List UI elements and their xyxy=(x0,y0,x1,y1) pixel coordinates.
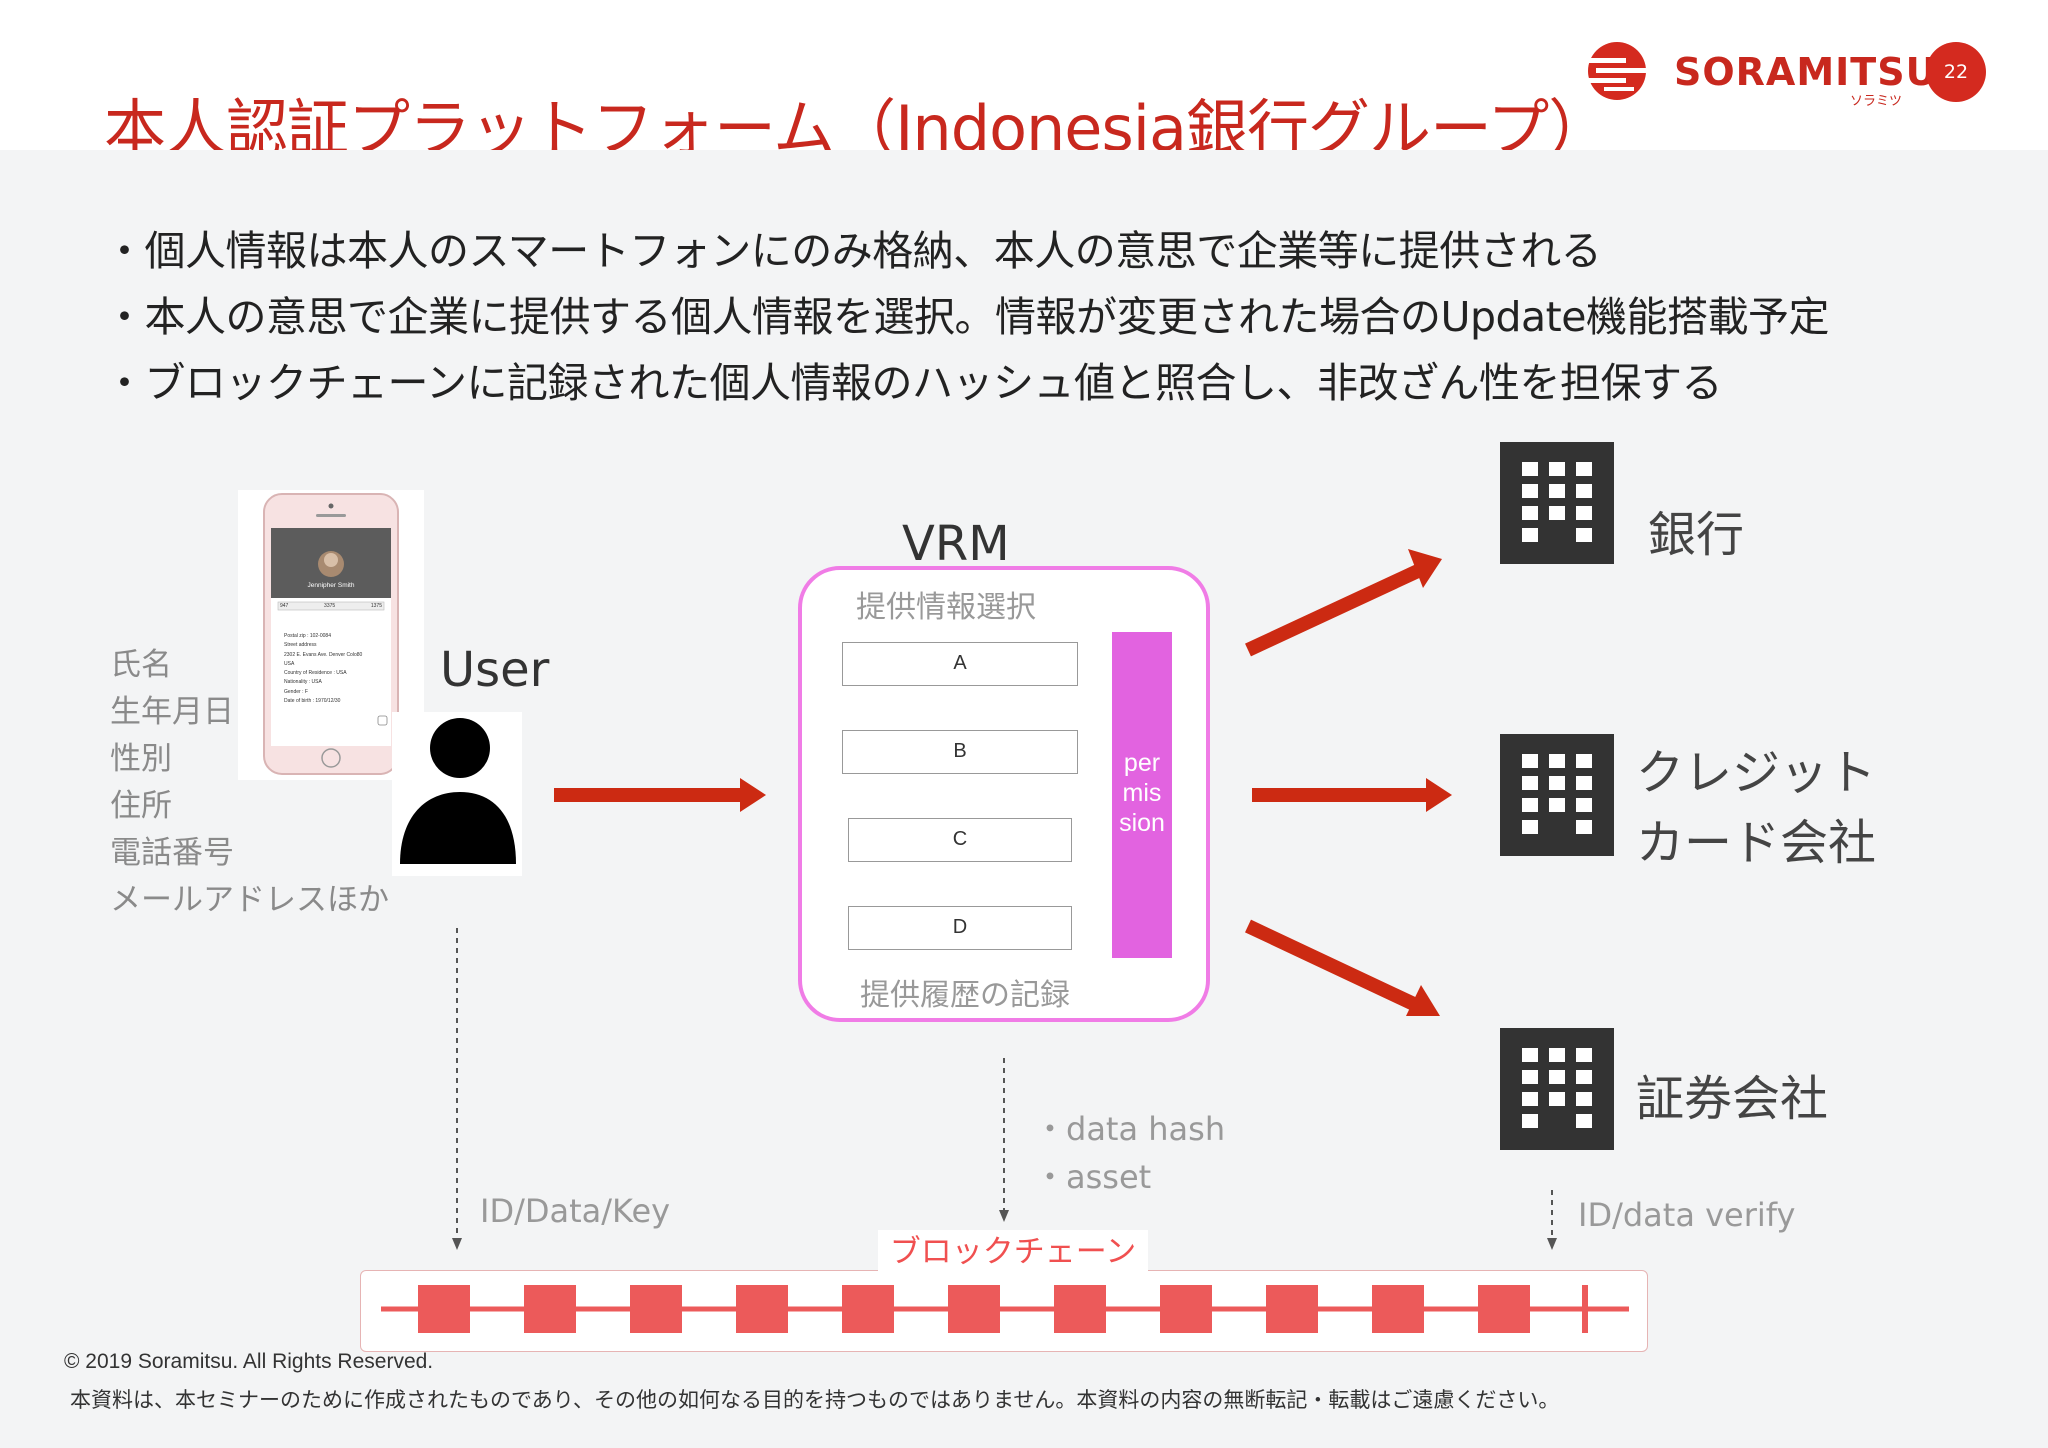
blockchain-box xyxy=(360,1270,1648,1352)
attribute-item: 住所 xyxy=(110,788,172,824)
logo-subtext: ソラミツ xyxy=(1850,94,1903,109)
personal-attribute-list: 氏名 生年月日 性別 住所 電話番号 メールアドレスほか xyxy=(110,642,389,924)
phone-stat: 947 xyxy=(280,603,289,609)
phone-stat: 1375 xyxy=(370,603,382,609)
arrow-vrm-to-credit xyxy=(1252,778,1452,812)
chain-block xyxy=(418,1285,470,1333)
arrow-user-to-vrm xyxy=(554,778,766,812)
chain-block xyxy=(736,1285,788,1333)
vrm-selection-label: 提供情報選択 xyxy=(856,590,1036,625)
chain-block xyxy=(948,1285,1000,1333)
blockchain-label: ブロックチェーン xyxy=(878,1230,1148,1274)
phone-field: Gender : F xyxy=(284,688,308,695)
building-icon xyxy=(1500,442,1614,564)
attribute-item: 生年月日 xyxy=(110,694,234,730)
flow-label-data-hash: ・data hash xyxy=(1034,1110,1226,1148)
bullet-list: ・個人情報は本人のスマートフォンにのみ格納、本人の意思で企業等に提供される ・本… xyxy=(104,218,1829,416)
building-icon xyxy=(1500,734,1614,856)
page-number-badge: 22 xyxy=(1926,42,1986,102)
attribute-item: 電話番号 xyxy=(110,835,234,871)
destination-credit-line: クレジット xyxy=(1636,745,1877,801)
phone-field: Nationality : USA xyxy=(284,679,322,686)
attribute-item: 氏名 xyxy=(110,647,172,683)
chain-block xyxy=(1372,1285,1424,1333)
permission-text: mis xyxy=(1122,779,1162,807)
arrow-vrm-to-securities xyxy=(1245,919,1440,1016)
blockchain-chain xyxy=(381,1285,1629,1333)
phone-field: Street address xyxy=(284,642,317,649)
vrm-option-b[interactable]: B xyxy=(842,730,1078,774)
phone-profile-name: Jennipher Smith xyxy=(307,582,355,589)
phone-fields: Postal zip : 102-0084 Street address 230… xyxy=(284,632,362,706)
user-silhouette-icon xyxy=(400,718,516,864)
copyright: © 2019 Soramitsu. All Rights Reserved. xyxy=(64,1350,434,1373)
destination-bank: 銀行 xyxy=(1648,507,1745,563)
soramitsu-logo-icon xyxy=(1586,42,1648,100)
smartphone-icon xyxy=(263,493,399,775)
flow-label-id-data-verify: ID/data verify xyxy=(1578,1196,1796,1234)
chain-block xyxy=(1266,1285,1318,1333)
permission-text: sion xyxy=(1119,809,1165,837)
chain-block xyxy=(1478,1285,1530,1333)
permission-bar[interactable]: per mis sion xyxy=(1112,632,1172,958)
disclaimer: 本資料は、本セミナーのために作成されたものであり、その他の如何なる目的を持つもの… xyxy=(70,1388,1560,1412)
building-icon xyxy=(1500,1028,1614,1150)
phone-field: USA xyxy=(284,660,295,667)
phone-field: Postal zip : 102-0084 xyxy=(284,633,331,639)
phone-stats: 947 3375 1375 xyxy=(280,603,382,609)
header xyxy=(0,0,2048,150)
vrm-history-label: 提供履歴の記録 xyxy=(860,978,1070,1013)
bullet-item: ・本人の意思で企業に提供する個人情報を選択。情報が変更された場合のUpdate機… xyxy=(104,293,1829,341)
chain-block xyxy=(630,1285,682,1333)
user-label: User xyxy=(440,642,550,698)
flow-label-id-data-key: ID/Data/Key xyxy=(480,1192,671,1230)
chain-block xyxy=(842,1285,894,1333)
vrm-option-c[interactable]: C xyxy=(848,818,1072,862)
user-card xyxy=(392,712,522,876)
dashed-vrm-to-chain xyxy=(999,1058,1009,1222)
vrm-title: VRM xyxy=(902,516,1010,572)
phone-field: 2302 E. Evans Ave. Denver Colo80 xyxy=(284,651,363,658)
phone-field: Date of birth : 1970/12/30 xyxy=(284,698,341,705)
logo: SORAMITSU ソラミツ xyxy=(1586,40,1936,110)
destination-securities: 証券会社 xyxy=(1636,1071,1829,1127)
arrow-vrm-to-bank xyxy=(1245,549,1442,657)
phone-field: Country of Residence : USA xyxy=(284,670,347,677)
destination-credit-line: カード会社 xyxy=(1636,815,1877,871)
attribute-item: メールアドレスほか xyxy=(110,882,389,918)
chain-block xyxy=(524,1285,576,1333)
vrm-option-a[interactable]: A xyxy=(842,642,1078,686)
logo-text: SORAMITSU xyxy=(1674,50,1938,94)
dashed-user-to-chain xyxy=(452,928,462,1250)
vrm-option-d[interactable]: D xyxy=(848,906,1072,950)
phone-stat: 3375 xyxy=(324,603,336,609)
destination-credit-card: クレジット カード会社 xyxy=(1636,738,1876,878)
bullet-item: ・ブロックチェーンに記録された個人情報のハッシュ値と照合し、非改ざん性を担保する xyxy=(104,359,1722,407)
attribute-item: 性別 xyxy=(110,741,172,777)
bullet-item: ・個人情報は本人のスマートフォンにのみ格納、本人の意思で企業等に提供される xyxy=(104,227,1602,275)
permission-text: per xyxy=(1123,749,1161,777)
flow-label-asset: ・asset xyxy=(1034,1158,1152,1196)
chain-block xyxy=(1054,1285,1106,1333)
dashed-verify xyxy=(1547,1190,1557,1250)
chain-block xyxy=(1160,1285,1212,1333)
